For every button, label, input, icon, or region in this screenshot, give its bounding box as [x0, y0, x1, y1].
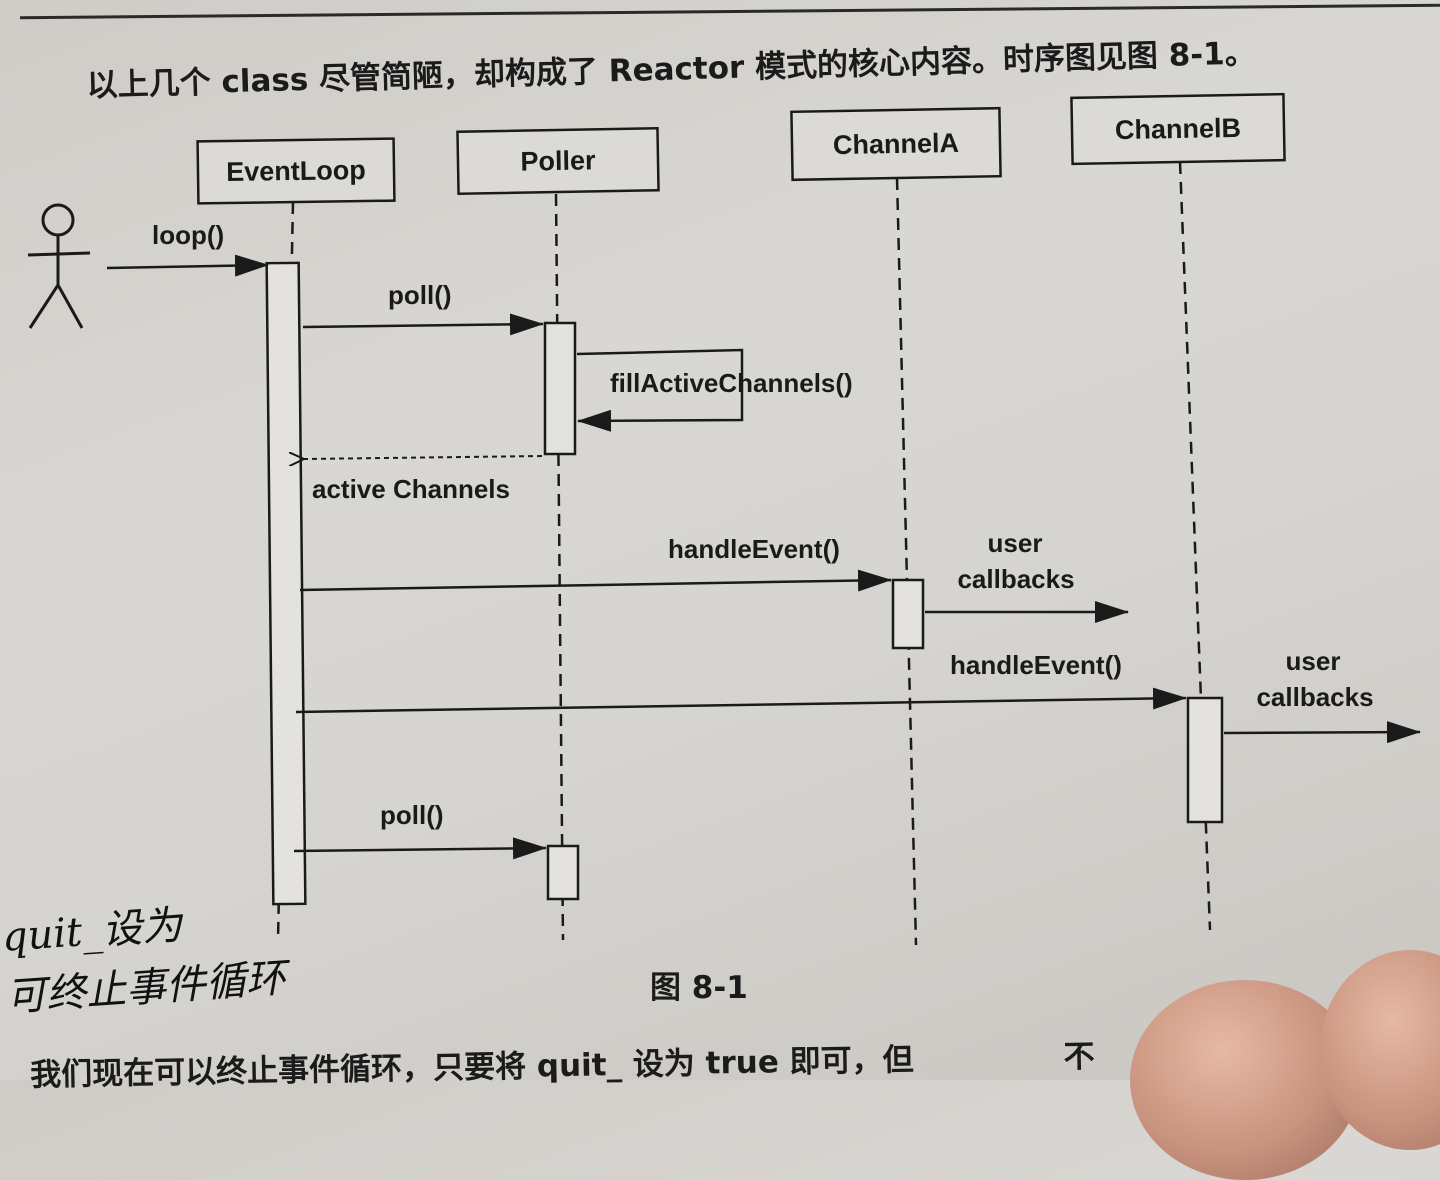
message-label-active: active Channels: [312, 474, 510, 504]
activation-channelA: [891, 578, 925, 650]
lifeline-label-poller: Poller: [520, 145, 596, 176]
handwritten-note: quit_设为 可终止事件循环: [0, 888, 288, 1027]
figure-caption: 图 8-1: [650, 970, 748, 1006]
lifeline-channelA: [895, 177, 918, 946]
message-label-user-a: user: [988, 528, 1043, 558]
activation-channelB: [1186, 696, 1224, 824]
message-label-callbacks-b: callbacks: [1256, 682, 1373, 712]
sequence-diagram: EventLoop Poller ChannelA ChannelB loop(…: [27, 92, 1421, 946]
bottom-paragraph-text: 我们现在可以终止事件循环，只要将 quit_ 设为 true 即可，但: [29, 1041, 914, 1094]
lifeline-box-channelA: ChannelA: [790, 106, 1002, 182]
message-user-callbacks-a: user callbacks: [925, 528, 1129, 623]
lifeline-label-channelB: ChannelB: [1115, 113, 1242, 145]
message-label-handle-b: handleEvent(): [950, 650, 1122, 680]
lifeline-poller: [554, 193, 565, 941]
message-label-poll-2: poll(): [380, 800, 444, 830]
message-label-poll-1: poll(): [388, 280, 452, 310]
message-handle-event-b: handleEvent(): [295, 650, 1187, 714]
message-poll-1: poll(): [302, 280, 544, 336]
activation-eventloop: [265, 261, 307, 906]
lifeline-label-channelA: ChannelA: [833, 128, 960, 160]
lifeline-box-eventloop: EventLoop: [196, 137, 396, 205]
lifeline-label-eventloop: EventLoop: [226, 155, 366, 187]
bottom-paragraph-tail: 不: [1063, 1038, 1095, 1076]
actor-figure: [27, 203, 91, 329]
message-label-fill: fillActiveChannels(): [610, 368, 853, 398]
message-poll-2: poll(): [293, 800, 547, 860]
message-label-user-b: user: [1286, 646, 1341, 676]
message-handle-event-a: handleEvent(): [299, 534, 892, 592]
activation-poller-1: [543, 321, 577, 456]
message-label-handle-a: handleEvent(): [668, 534, 840, 564]
message-fill-active-channels: fillActiveChannels(): [576, 348, 853, 432]
message-label-callbacks-a: callbacks: [957, 564, 1074, 594]
message-label-loop: loop(): [152, 220, 224, 250]
lifeline-box-poller: Poller: [456, 126, 660, 196]
message-loop: loop(): [106, 220, 269, 277]
lifeline-box-channelB: ChannelB: [1070, 92, 1286, 166]
message-active-channels-return: active Channels: [304, 456, 543, 504]
activation-poller-2: [546, 844, 580, 901]
message-user-callbacks-b: user callbacks: [1223, 646, 1421, 744]
